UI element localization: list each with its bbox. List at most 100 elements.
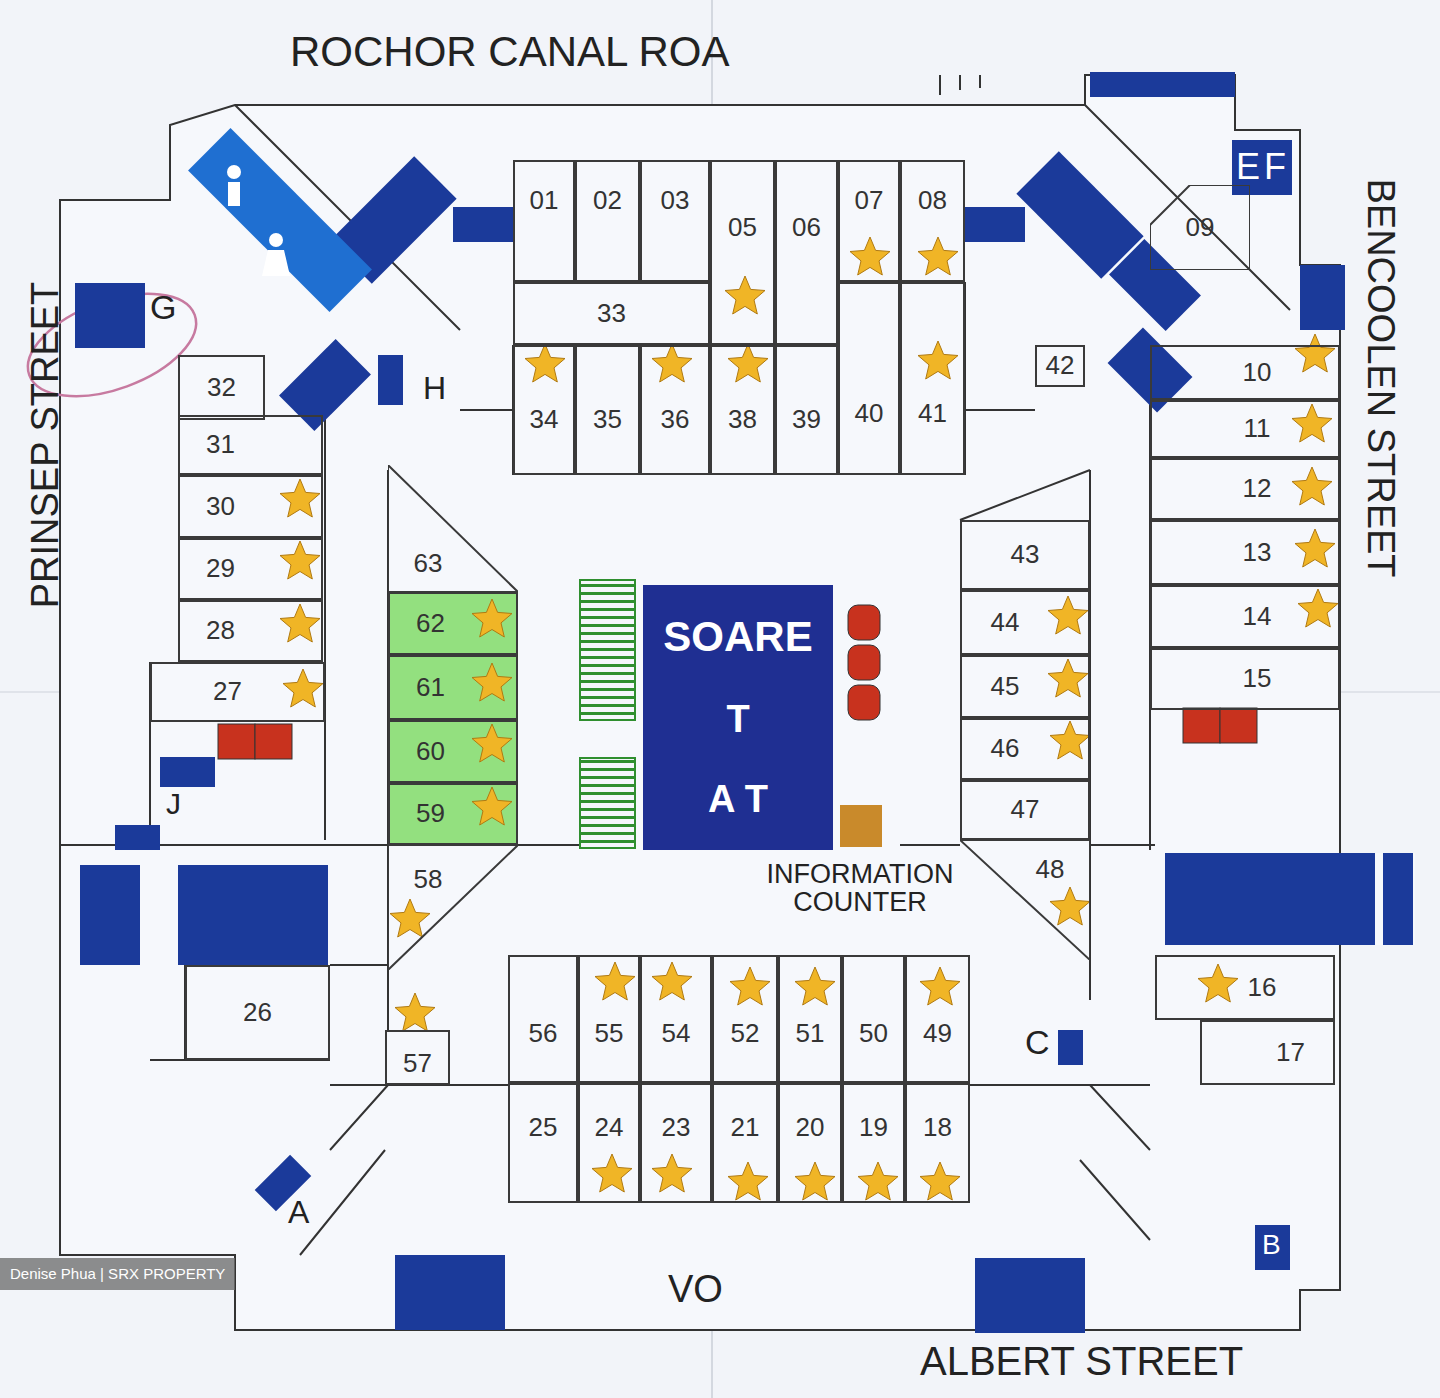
shop-unit: 31 [178,415,323,475]
lift-letter: G [150,290,176,326]
unit-number: 63 [414,550,443,577]
corridor-wall [60,282,1155,1085]
shop-unit: 33 [513,282,710,345]
shop-unit: 54 [640,955,712,1083]
lift-block [1255,1225,1290,1270]
atrium-text: T [726,700,749,740]
star-marker [850,237,890,275]
lift-letter: C [1025,1025,1050,1061]
star-marker [525,344,565,382]
stair-block [160,757,215,787]
unit-number: 48 [1036,856,1065,883]
unit-number: 46 [991,735,1020,762]
star-marker [858,1162,898,1200]
unit-number: 31 [206,431,235,458]
shop-unit: 55 [578,955,640,1083]
unit-number: 12 [1243,475,1272,502]
stair-block [1109,239,1201,331]
stair-block [80,865,140,965]
escalator [580,758,635,848]
shop-unit: 42 [1035,345,1085,387]
star-marker [795,967,835,1005]
star-marker [592,1154,632,1192]
star-marker [1050,721,1090,759]
star-marker [1295,529,1335,567]
unit-number: 28 [206,617,235,644]
red-block [255,724,292,759]
star-marker [652,1154,692,1192]
unit-number: 49 [923,1020,952,1047]
star-marker [728,1162,768,1200]
star-marker [395,993,435,1031]
stair-block [1300,265,1345,330]
stair-block [1165,853,1415,945]
shop-unit: 09 [1150,185,1250,270]
unit-number: 61 [416,674,445,701]
star-marker [472,663,512,701]
lift-block [1232,140,1292,195]
shop-unit: 62 [388,592,518,655]
unit-number: 17 [1276,1039,1305,1066]
stair-gap [1375,853,1415,945]
unit-number: 29 [206,555,235,582]
star-marker [1050,887,1090,925]
shop-unit: 24 [578,1083,640,1203]
lift-letter: H [423,372,446,406]
shop-unit: 58 [388,845,518,970]
star-marker [283,669,323,707]
shop-unit: 30 [178,475,323,538]
lift-block [378,355,403,405]
unit-number: 35 [593,406,622,433]
unit-number: 57 [403,1050,432,1077]
unit-number: 01 [530,187,559,214]
unit-number: 27 [213,678,242,705]
unit-number: 40 [855,400,884,427]
shop-unit: 14 [1150,585,1340,648]
seat [848,605,880,640]
unit-number: 51 [796,1020,825,1047]
stair-block [75,283,145,348]
street-name: VO [668,1270,723,1310]
shop-unit: 11 [1150,400,1340,458]
street-name: PRINSEP STREET [26,282,66,609]
unit-number: 56 [529,1020,558,1047]
street-name: ROCHOR CANAL ROA [290,30,730,74]
unit-number: 11 [1244,415,1271,442]
unit-number: 52 [731,1020,760,1047]
unit-number: 32 [207,374,236,401]
atrium-text: A T [708,780,768,820]
star-marker [1295,334,1335,372]
star-marker [918,341,958,379]
unit-number: 19 [859,1114,888,1141]
shop-unit: 52 [712,955,778,1083]
shop-unit: 01 [513,160,575,282]
shop-unit: 35 [575,345,640,475]
unit-number: 50 [859,1020,888,1047]
unit-number: 45 [991,673,1020,700]
stair-block [965,207,1025,242]
unit-number: 30 [206,493,235,520]
star-marker [280,479,320,517]
atrium-text: SOARE [663,615,812,659]
shop-unit: 06 [775,160,838,345]
seat [848,685,880,720]
shop-unit: 18 [905,1083,970,1203]
unit-number: 05 [728,214,757,241]
stair-block [115,825,160,850]
shop-unit: 13 [1150,520,1340,585]
shop-unit: 02 [575,160,640,282]
shop-unit: 57 [385,1030,450,1085]
star-marker [595,962,635,1000]
unit-number: 42 [1046,352,1075,379]
stair-block [395,1255,505,1330]
unit-outline [388,845,518,970]
star-marker [1048,659,1088,697]
stair-blocks [75,72,1415,1333]
star-marker [730,967,770,1005]
unit-number: 34 [530,406,559,433]
unit-number: 10 [1243,359,1272,386]
shop-unit: 38 [710,345,775,475]
shop-unit: 28 [178,600,323,662]
